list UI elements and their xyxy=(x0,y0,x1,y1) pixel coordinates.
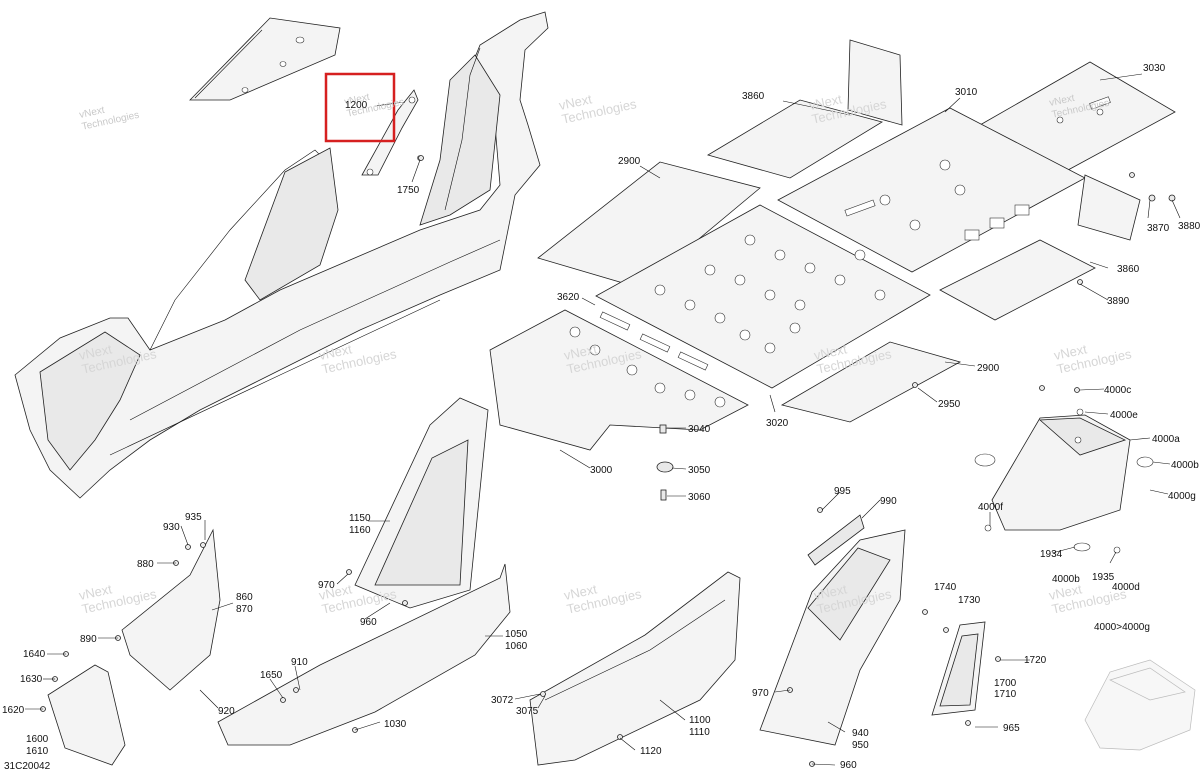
callout-1620: 1620 xyxy=(2,705,25,716)
callout-1700: 1700 xyxy=(994,678,1017,689)
callout-3072: 3072 xyxy=(491,695,514,706)
callout-4000c: 4000c xyxy=(1104,385,1131,396)
callout-4000d: 4000d xyxy=(1112,582,1140,593)
watermark-text: vNext xyxy=(808,91,844,113)
callout-3000: 3000 xyxy=(590,465,613,476)
callout-1935: 1935 xyxy=(1092,572,1115,583)
watermark-text: vNext xyxy=(813,341,849,363)
callout-960-left: 960 xyxy=(360,617,377,628)
callout-870: 870 xyxy=(236,604,253,615)
callout-1740: 1740 xyxy=(934,582,957,593)
callout-4000a: 4000a xyxy=(1152,434,1180,445)
callout-2900-lower: 2900 xyxy=(977,363,1000,374)
callout-3870: 3870 xyxy=(1147,223,1170,234)
fasteners xyxy=(40,155,1176,767)
watermark-text: vNext xyxy=(78,341,114,363)
callout-1720: 1720 xyxy=(1024,655,1047,666)
part-side-panels-center xyxy=(529,514,986,766)
watermark-text: vNext xyxy=(318,581,354,603)
watermark-text: vNext xyxy=(78,105,106,121)
watermark-text: vNext xyxy=(78,581,114,603)
callout-970-center: 970 xyxy=(752,688,769,699)
callout-1160: 1160 xyxy=(349,525,371,536)
callout-1100: 1100 xyxy=(689,715,711,726)
callout-1640: 1640 xyxy=(23,649,46,660)
callout-4000e: 4000e xyxy=(1110,410,1138,421)
part-4000-assembly-ghost xyxy=(1084,659,1196,751)
callout-3880: 3880 xyxy=(1178,221,1200,232)
callout-1934: 1934 xyxy=(1040,549,1063,560)
callout-1710: 1710 xyxy=(994,689,1017,700)
watermark-text: vNext xyxy=(1048,93,1076,109)
callout-1730: 1730 xyxy=(958,595,981,606)
callout-890: 890 xyxy=(80,634,97,645)
callout-1650: 1650 xyxy=(260,670,283,681)
highlight-box xyxy=(324,72,396,143)
watermark-text: vNext xyxy=(563,341,599,363)
callout-965: 965 xyxy=(1003,723,1020,734)
callout-950: 950 xyxy=(852,740,869,751)
callout-960-center: 960 xyxy=(840,760,857,771)
part-floor-panels xyxy=(489,39,1176,501)
callout-1600: 1600 xyxy=(26,734,49,745)
callout-labels: 1200 1750 3030 3860 3010 2900 3870 3880 … xyxy=(2,63,1200,772)
watermark-text: vNext xyxy=(563,581,599,603)
callout-1200: 1200 xyxy=(345,100,368,111)
callout-990: 990 xyxy=(880,496,897,507)
callout-3620: 3620 xyxy=(557,292,580,303)
callout-4000g: 4000g xyxy=(1168,491,1196,502)
callout-1120: 1120 xyxy=(640,746,662,757)
callout-3010: 3010 xyxy=(955,87,978,98)
callout-1050: 1050 xyxy=(505,629,528,640)
callout-860: 860 xyxy=(236,592,253,603)
watermark-text: vNext xyxy=(558,91,594,113)
callout-970-left: 970 xyxy=(318,580,335,591)
part-side-panels-left xyxy=(47,397,511,766)
callout-940: 940 xyxy=(852,728,869,739)
callout-2900-upper: 2900 xyxy=(618,156,641,167)
callout-920: 920 xyxy=(218,706,235,717)
callout-1030: 1030 xyxy=(384,719,407,730)
callout-880: 880 xyxy=(137,559,154,570)
part-frame-main xyxy=(14,11,549,499)
callout-1610: 1610 xyxy=(26,746,49,757)
callout-995: 995 xyxy=(834,486,851,497)
callout-1750: 1750 xyxy=(397,185,420,196)
callout-3890: 3890 xyxy=(1107,296,1130,307)
callout-4000-range: 4000>4000g xyxy=(1094,622,1150,633)
callout-4000b: 4000b xyxy=(1171,460,1199,471)
callout-1060: 1060 xyxy=(505,641,528,652)
part-4000-cover xyxy=(974,408,1154,554)
callout-3040: 3040 xyxy=(688,424,711,435)
watermark-text: vNext xyxy=(1053,341,1089,363)
callout-3860-upper: 3860 xyxy=(742,91,765,102)
watermark-text: vNext xyxy=(343,92,371,108)
callout-3075: 3075 xyxy=(516,706,539,717)
callout-4000f: 4000f xyxy=(978,502,1003,513)
callout-935: 935 xyxy=(185,512,202,523)
callout-1110: 1110 xyxy=(689,727,710,738)
watermark-text: vNext xyxy=(1048,581,1084,603)
callout-3020: 3020 xyxy=(766,418,789,429)
callout-3860-lower: 3860 xyxy=(1117,264,1140,275)
callout-3030: 3030 xyxy=(1143,63,1166,74)
callout-4000b-lower: 4000b xyxy=(1052,574,1080,585)
callout-910: 910 xyxy=(291,657,308,668)
leader-lines xyxy=(25,73,1181,766)
diagram-id: 31C20042 xyxy=(4,761,51,772)
callout-2950: 2950 xyxy=(938,399,961,410)
callout-3060: 3060 xyxy=(688,492,711,503)
callout-3050: 3050 xyxy=(688,465,711,476)
watermark-text: vNext xyxy=(813,581,849,603)
callout-1630: 1630 xyxy=(20,674,43,685)
callout-1150: 1150 xyxy=(349,513,371,524)
watermark-text: vNext xyxy=(318,341,354,363)
callout-930: 930 xyxy=(163,522,180,533)
